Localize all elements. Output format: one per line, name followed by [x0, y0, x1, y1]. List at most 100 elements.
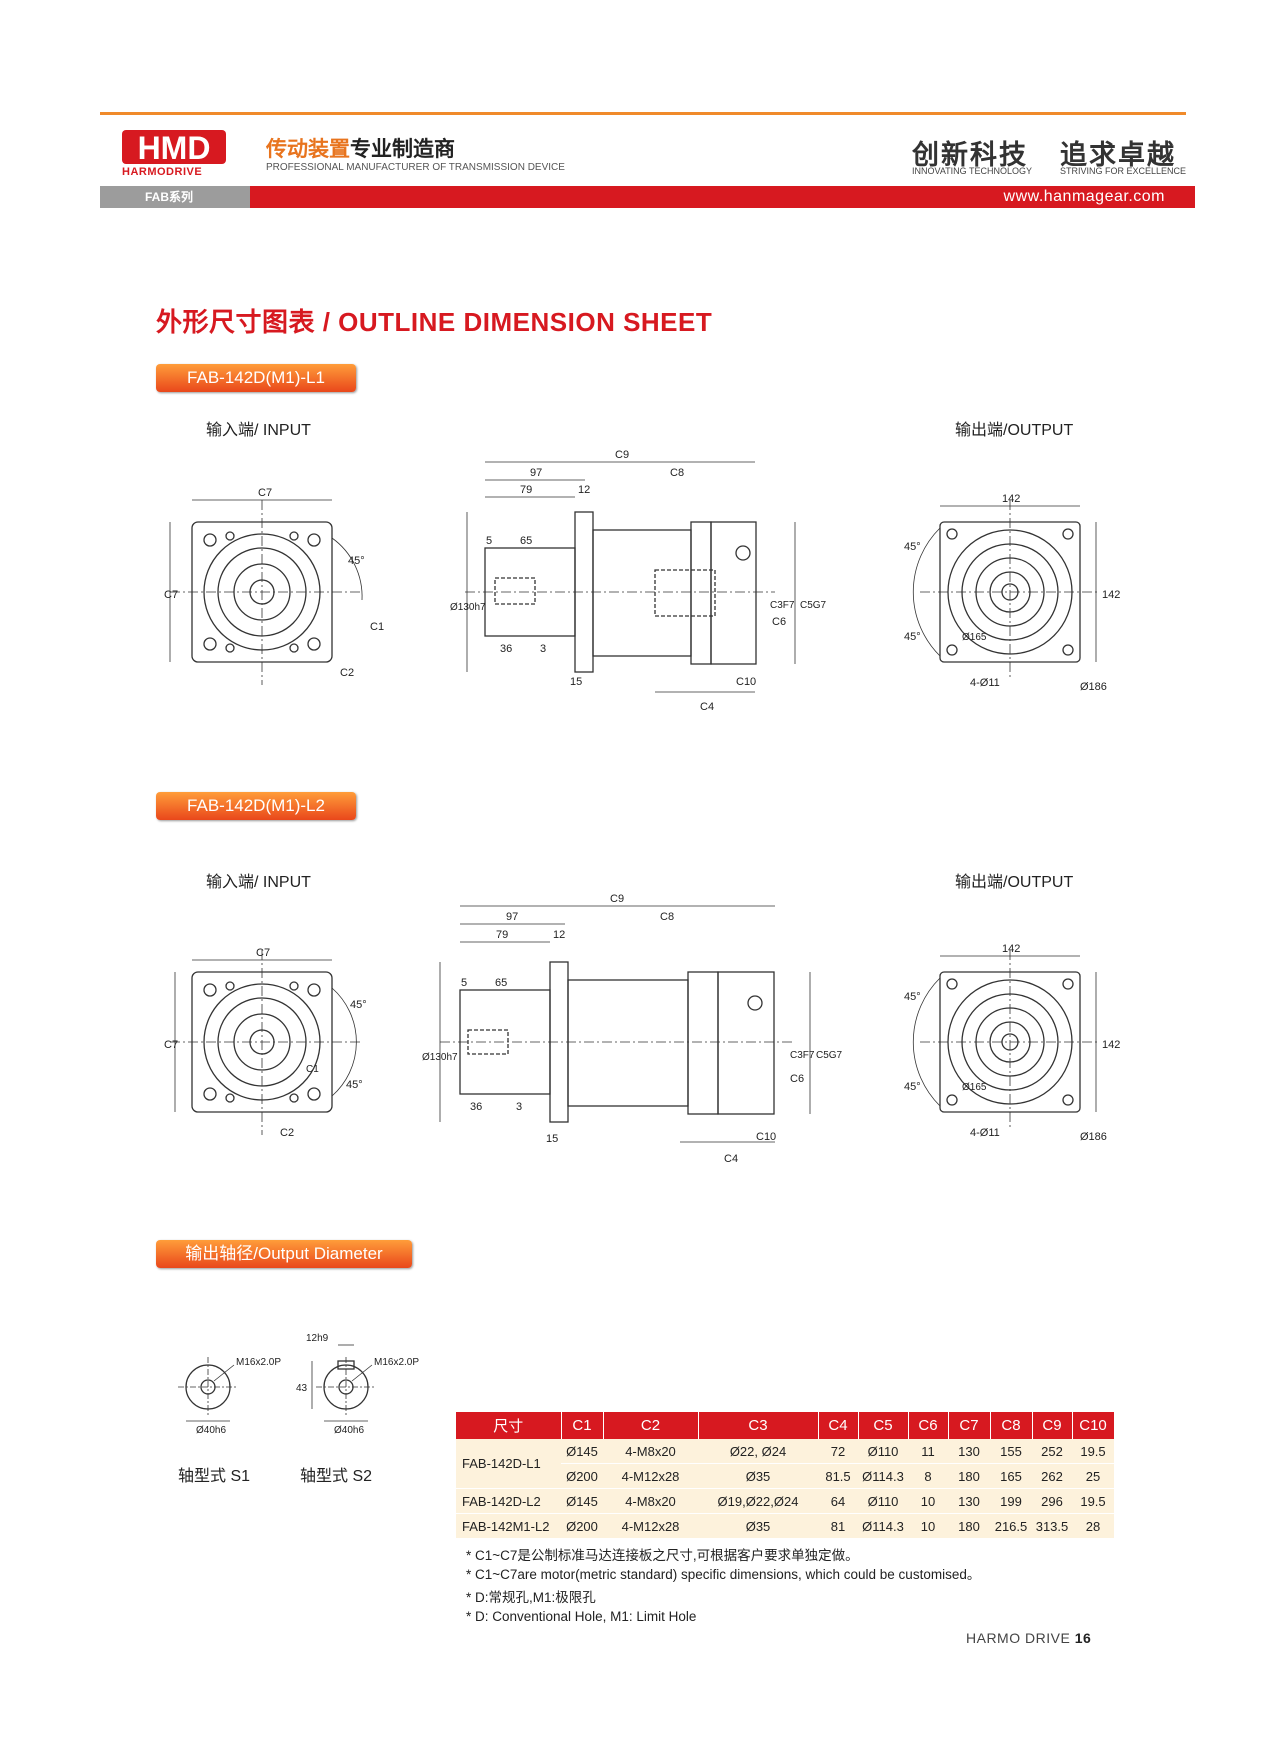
- table-cell: 10: [908, 1488, 948, 1514]
- dim-holes: 4-Ø11: [970, 1127, 1000, 1139]
- table-cell: 4-M12x28: [603, 1463, 698, 1489]
- notes: * C1~C7是公制标准马达连接板之尺寸,可根据客户要求单独定做。 * C1~C…: [466, 1546, 980, 1626]
- table-cell: Ø200: [561, 1463, 603, 1489]
- input-label-l1: 输入端/ INPUT: [206, 422, 311, 439]
- note-cn-1: * C1~C7是公制标准马达连接板之尺寸,可根据客户要求单独定做。: [466, 1548, 859, 1563]
- table-cell: 130: [948, 1488, 990, 1514]
- dim-142-height: 142: [1102, 1039, 1120, 1051]
- motto-innovation: 创新科技: [912, 140, 1028, 171]
- table-header-cell: C10: [1072, 1412, 1115, 1439]
- dim-12: 12: [553, 929, 565, 941]
- dim-c3: C3F7: [790, 1050, 815, 1061]
- table-cell: 4-M8x20: [603, 1488, 698, 1514]
- table-cell: 199: [990, 1488, 1032, 1514]
- dim-c4: C4: [700, 701, 714, 713]
- svg-text:HMD: HMD: [138, 130, 211, 166]
- table-cell: 313.5: [1032, 1513, 1072, 1539]
- note-en-1: * C1~C7are motor(metric standard) specif…: [466, 1567, 981, 1582]
- tagline-cn: 传动装置专业制造商: [266, 138, 455, 161]
- dim-c1: C1: [306, 1064, 319, 1075]
- model-cell: FAB-142D-L2: [456, 1488, 561, 1514]
- dim-12: 12: [578, 484, 590, 496]
- model-cell: FAB-142M1-L2: [456, 1513, 561, 1539]
- dim-flange: Ø186: [1080, 681, 1107, 693]
- table-cell: 252: [1032, 1439, 1072, 1464]
- table-cell: Ø114.3: [858, 1513, 908, 1539]
- footer-brand: HARMO DRIVE: [966, 1630, 1071, 1646]
- table-cell: 64: [818, 1488, 858, 1514]
- table-header-cell: C9: [1032, 1412, 1073, 1439]
- dim-15: 15: [570, 676, 582, 688]
- dim-c9: C9: [610, 893, 624, 905]
- dim-angle-output-top: 45°: [904, 991, 921, 1003]
- dim-3: 3: [540, 643, 546, 655]
- dim-c5: C5G7: [816, 1050, 843, 1061]
- table-cell: 180: [948, 1513, 990, 1539]
- dim-angle-input-bottom: 45°: [346, 1079, 363, 1091]
- dim-c10: C10: [736, 676, 756, 688]
- table-cell: 180: [948, 1463, 990, 1489]
- dim-c3: C3F7: [770, 600, 795, 611]
- dim-c8: C8: [670, 467, 684, 479]
- motto-innovation-en: INNOVATING TECHNOLOGY: [912, 166, 1033, 176]
- website-link[interactable]: www.hanmagear.com: [1003, 188, 1165, 205]
- dim-c10: C10: [756, 1131, 776, 1143]
- table-cell: Ø110: [858, 1439, 908, 1464]
- shaft-s2-label: 轴型式 S2: [300, 1468, 373, 1485]
- dim-c1: C1: [370, 621, 384, 633]
- shaft-drawings: M16x2.0P Ø40h6 M16x2.0P Ø40h6 12h9 43: [178, 1333, 419, 1436]
- table-cell: 130: [948, 1439, 990, 1464]
- dim-angle-output-bottom: 45°: [904, 631, 921, 643]
- table-cell: 4-M8x20: [603, 1439, 698, 1464]
- dim-angle-input-top: 45°: [350, 999, 367, 1011]
- page-title: 外形尺寸图表 / OUTLINE DIMENSION SHEET: [156, 307, 713, 337]
- dim-142-width: 142: [1002, 943, 1020, 955]
- dim-bore: Ø130h7: [422, 1052, 458, 1063]
- table-cell: 262: [1032, 1463, 1072, 1489]
- thread-s2: M16x2.0P: [374, 1357, 419, 1368]
- table-cell: Ø35: [698, 1513, 818, 1539]
- dim-c7-height: C7: [164, 1039, 178, 1051]
- series-tab[interactable]: FAB系列: [100, 186, 250, 208]
- footer: HARMO DRIVE 16: [966, 1630, 1091, 1646]
- table-cell: 8: [908, 1463, 948, 1489]
- model-cell: FAB-142D-L1: [456, 1439, 561, 1489]
- dim-142-height: 142: [1102, 589, 1120, 601]
- table-header-cell: C1: [561, 1412, 604, 1439]
- table-cell: 81: [818, 1513, 858, 1539]
- output-label-l2: 输出端/OUTPUT: [955, 874, 1074, 891]
- dim-65: 65: [495, 977, 507, 989]
- section-pill-l1: FAB-142D(M1)-L1: [156, 364, 356, 392]
- dim-97: 97: [530, 467, 542, 479]
- table-cell: 155: [990, 1439, 1032, 1464]
- dim-c7-height: C7: [164, 589, 178, 601]
- page-number: 16: [1074, 1630, 1092, 1646]
- dim-angle-output-bottom: 45°: [904, 1081, 921, 1093]
- table-cell: 19.5: [1072, 1439, 1114, 1464]
- dim-angle-output-top: 45°: [904, 541, 921, 553]
- table-header-cell: C7: [948, 1412, 991, 1439]
- table-header-cell: C2: [603, 1412, 699, 1439]
- dim-pcd: Ø165: [962, 1082, 987, 1093]
- table-cell: 25: [1072, 1463, 1114, 1489]
- shaft-dia-s1: Ø40h6: [196, 1425, 226, 1436]
- header-rule: [100, 112, 1186, 115]
- table-header-cell: C6: [908, 1412, 949, 1439]
- table-header-cell: C3: [698, 1412, 819, 1439]
- section-pill-output-diameter: 输出轴径/Output Diameter: [156, 1240, 412, 1268]
- dim-97: 97: [506, 911, 518, 923]
- dim-c5: C5G7: [800, 600, 827, 611]
- dim-79: 79: [520, 484, 532, 496]
- dim-36: 36: [470, 1101, 482, 1113]
- website-bar: www.hanmagear.com: [250, 186, 1195, 208]
- dim-flange: Ø186: [1080, 1131, 1107, 1143]
- table-header-cell: C5: [858, 1412, 909, 1439]
- section-pill-l2: FAB-142D(M1)-L2: [156, 792, 356, 820]
- table-cell: 216.5: [990, 1513, 1032, 1539]
- dim-36: 36: [500, 643, 512, 655]
- note-cn-2: * D:常规孔,M1:极限孔: [466, 1590, 596, 1605]
- table-cell: Ø19,Ø22,Ø24: [698, 1488, 818, 1514]
